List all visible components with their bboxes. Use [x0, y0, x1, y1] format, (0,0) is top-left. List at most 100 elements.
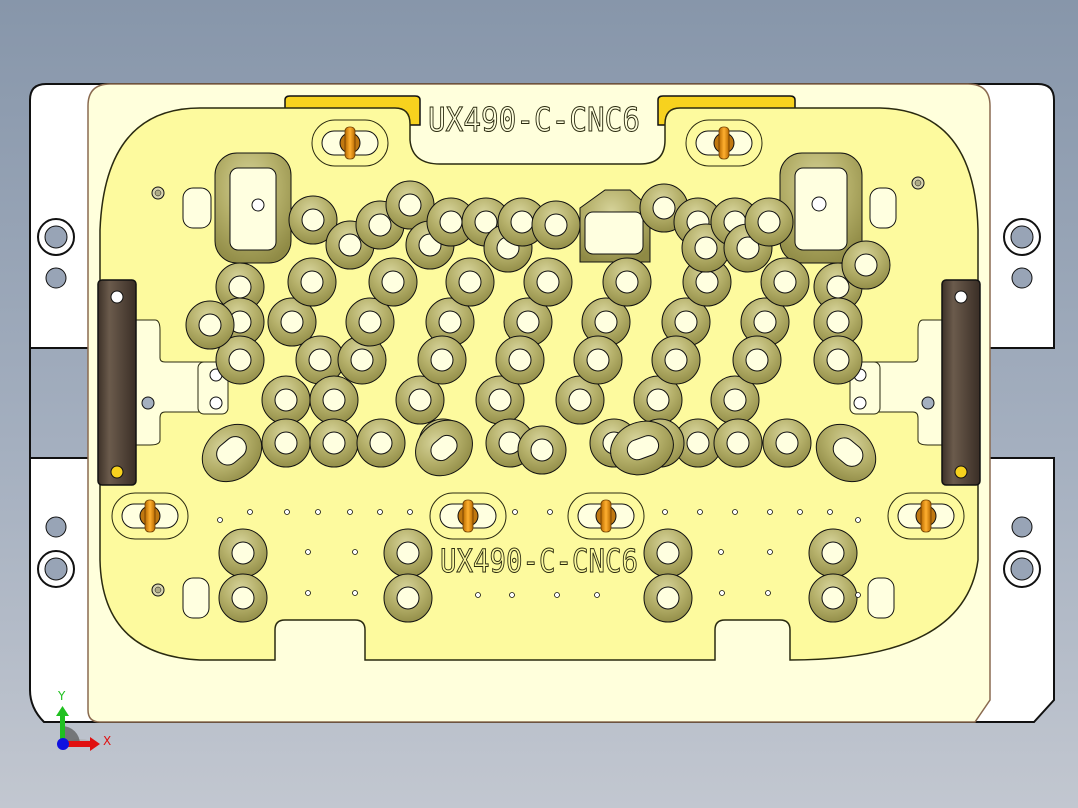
pocket-ring [517, 425, 567, 475]
pocket-ring [762, 418, 812, 468]
pocket-ring [732, 335, 782, 385]
small-hole [512, 509, 518, 515]
pocket-ring [261, 375, 311, 425]
small-hole [855, 517, 861, 523]
small-hole [217, 517, 223, 523]
pocket-ring [383, 573, 433, 623]
small-hole [284, 509, 290, 515]
pocket-ring [740, 297, 790, 347]
small-hole [594, 592, 600, 598]
pocket-ring [426, 197, 476, 247]
pocket-ring [288, 195, 338, 245]
pocket-ring [555, 375, 605, 425]
pocket-ring [345, 297, 395, 347]
pocket-ring [643, 528, 693, 578]
clamp-pin[interactable] [429, 492, 507, 540]
pocket-ring [337, 335, 387, 385]
small-hole [547, 509, 553, 515]
pocket-ring [813, 297, 863, 347]
pocket-ring [523, 257, 573, 307]
pocket-ring [713, 418, 763, 468]
small-hole [305, 590, 311, 596]
pocket-ring [417, 335, 467, 385]
pocket-ring [531, 200, 581, 250]
small-hole [718, 549, 724, 555]
clamp-pin[interactable] [887, 492, 965, 540]
pocket-ring [218, 528, 268, 578]
small-hole [352, 549, 358, 555]
pocket-rings [185, 180, 891, 623]
oblong-pockets [201, 419, 877, 483]
pocket-ring [841, 240, 891, 290]
small-hole [509, 592, 515, 598]
pocket-ring [643, 573, 693, 623]
right-handle[interactable] [849, 279, 981, 486]
y-axis-label: Y [57, 689, 66, 703]
pocket-ring [808, 528, 858, 578]
pocket-ring [682, 257, 732, 307]
clamp-pin[interactable] [311, 119, 389, 167]
small-hole [347, 509, 353, 515]
small-hole [662, 509, 668, 515]
pocket-ring [503, 297, 553, 347]
pocket-ring [261, 418, 311, 468]
pocket-ring [445, 257, 495, 307]
pocket-ring [710, 375, 760, 425]
pocket-ring [425, 297, 475, 347]
small-hole [315, 509, 321, 515]
pocket-ring [651, 335, 701, 385]
small-hole [247, 509, 253, 515]
small-hole [697, 509, 703, 515]
small-hole [719, 590, 725, 596]
pocket-ring [287, 257, 337, 307]
pocket-ring [760, 257, 810, 307]
axis-triad: Y X [56, 689, 111, 751]
pocket-ring [813, 335, 863, 385]
pocket-ring [215, 335, 265, 385]
pocket-ring [385, 180, 435, 230]
corner-pocket-right [779, 152, 897, 264]
small-hole [407, 509, 413, 515]
pocket-ring [573, 335, 623, 385]
locator-screws [151, 176, 925, 619]
pocket-ring [661, 297, 711, 347]
pocket-ring [495, 335, 545, 385]
small-hole [767, 549, 773, 555]
pocket-ring [581, 297, 631, 347]
small-hole [827, 509, 833, 515]
clamp-pin[interactable] [685, 119, 763, 167]
clamp-pin[interactable] [111, 492, 189, 540]
clamp-pin[interactable] [567, 492, 645, 540]
small-hole [377, 509, 383, 515]
left-handle[interactable] [97, 279, 229, 486]
pocket-ring [218, 573, 268, 623]
small-hole [797, 509, 803, 515]
small-holes [217, 509, 861, 598]
pocket-ring [356, 418, 406, 468]
small-hole [855, 592, 861, 598]
x-axis-arrow [62, 741, 92, 747]
pocket-ring [602, 257, 652, 307]
engraving-top: UX490-C-CNC6 [428, 100, 640, 139]
pocket-ring [185, 300, 235, 350]
engraving-bottom: UX490-C-CNC6 [440, 542, 638, 580]
small-hole [352, 590, 358, 596]
pocket-ring [383, 528, 433, 578]
x-axis-label: X [103, 734, 111, 748]
small-hole [305, 549, 311, 555]
small-hole [732, 509, 738, 515]
small-hole [554, 592, 560, 598]
pocket-ring [808, 573, 858, 623]
pocket-ring [309, 375, 359, 425]
small-hole [767, 509, 773, 515]
center-top-pocket [579, 189, 651, 263]
pocket-ring [475, 375, 525, 425]
corner-pocket-left [182, 152, 292, 264]
clamp-pins[interactable] [111, 119, 965, 540]
pocket-ring [395, 375, 445, 425]
small-hole [475, 592, 481, 598]
pocket-ring [744, 197, 794, 247]
pocket-ring [368, 257, 418, 307]
